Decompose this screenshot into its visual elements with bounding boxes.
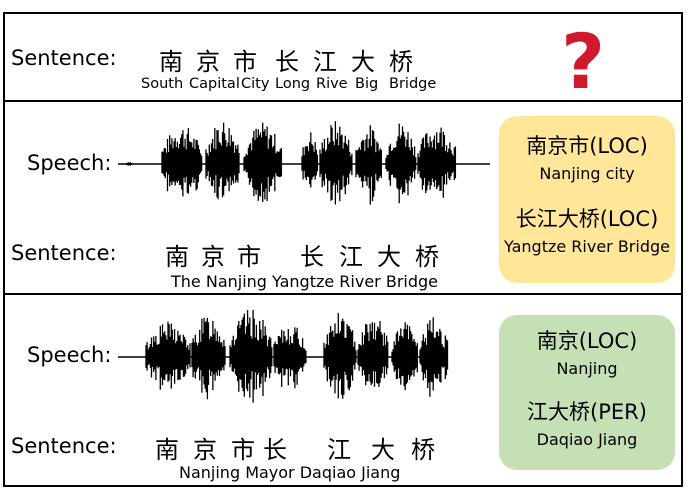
char-nan: 南 [155, 436, 179, 464]
entity-gloss: Nanjing city [539, 164, 635, 183]
char-da: 大 [351, 48, 375, 76]
entity-name: 江大桥(PER) [527, 400, 647, 424]
char-jiang: 江 [313, 48, 337, 76]
char-jiang: 江 [327, 436, 351, 464]
gloss-city: City [241, 76, 270, 92]
char-shi: 市 [231, 436, 255, 464]
char-jing: 京 [193, 436, 217, 464]
gloss-rive: Rive [316, 76, 348, 92]
sentence-label: Sentence: [11, 434, 117, 458]
gloss-long: Long [275, 76, 311, 92]
char-jing: 京 [196, 48, 220, 76]
entity-gloss: Daqiao Jiang [536, 430, 638, 449]
interpretation-panel-bridge: Speech: Sentence: 南 京 市 长 江 大 桥 The Nanj… [3, 100, 683, 295]
char-qiao: 桥 [411, 436, 435, 464]
sentence-translation: Nanjing Mayor Daqiao Jiang [179, 463, 401, 482]
entity-name: 长江大桥(LOC) [515, 207, 659, 231]
gloss-bridge: Bridge [389, 76, 437, 92]
interpretation-panel-person: Speech: Sentence: 南 京 市 长 江 大 桥 Nanjing … [3, 293, 683, 487]
entity-gloss: Nanjing [556, 359, 618, 378]
speech-label: Speech: [27, 343, 112, 367]
char-chang: 长 [275, 48, 299, 76]
speech-label: Speech: [27, 151, 112, 175]
entity-box-loc: 南京市(LOC) Nanjing city 长江大桥(LOC) Yangtze … [499, 116, 675, 283]
speech-waveform [118, 310, 449, 403]
gloss-capital: Capital [189, 76, 240, 92]
gloss-south: South [141, 76, 184, 92]
char-chang: 长 [300, 243, 324, 271]
gloss-big: Big [355, 76, 379, 92]
entity-gloss: Yangtze River Bridge [504, 237, 670, 256]
char-qiao: 桥 [389, 48, 413, 76]
entity-box-per: 南京(LOC) Nanjing 江大桥(PER) Daqiao Jiang [499, 315, 675, 470]
char-qiao: 桥 [415, 243, 439, 271]
char-shi: 市 [233, 48, 257, 76]
char-jing: 京 [201, 243, 225, 271]
sentence-label: Sentence: [11, 46, 117, 70]
char-nan: 南 [159, 48, 183, 76]
char-da: 大 [371, 436, 395, 464]
char-da: 大 [377, 243, 401, 271]
char-nan: 南 [165, 243, 189, 271]
ambiguous-sentence-panel: Sentence: 南 京 市 长 江 大 桥 South Capital Ci… [3, 12, 683, 102]
entity-name: 南京市(LOC) [526, 134, 648, 158]
char-chang: 长 [263, 436, 287, 464]
char-shi: 市 [237, 243, 261, 271]
char-jiang: 江 [339, 243, 363, 271]
sentence-translation: The Nanjing Yangtze River Bridge [171, 272, 438, 291]
question-mark-icon: ? [561, 17, 606, 106]
speech-waveform [118, 121, 490, 205]
sentence-label: Sentence: [11, 241, 117, 265]
entity-name: 南京(LOC) [536, 329, 638, 353]
